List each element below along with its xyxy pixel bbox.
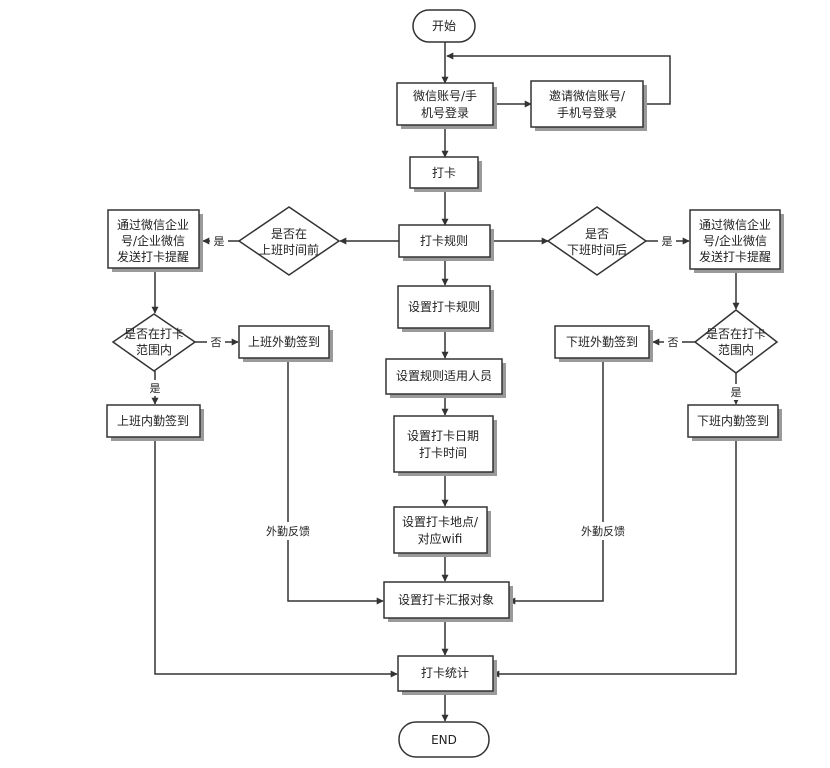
notify-left-line2: 号/企业微信	[121, 233, 185, 248]
range-check-right-node: 是否在打卡 范围内	[693, 309, 779, 374]
notify-right-line2: 号/企业微信	[703, 233, 767, 248]
start-label: 开始	[432, 19, 456, 33]
before-work-check-line1: 是否在	[271, 227, 307, 241]
edge-label-no-right: 否	[668, 336, 679, 349]
invite-login-label-line1: 邀请微信账号/	[549, 88, 626, 103]
notify-left-node: 通过微信企业 号/企业微信 发送打卡提醒	[107, 209, 203, 272]
notify-right-node: 通过微信企业 号/企业微信 发送打卡提醒	[689, 209, 784, 273]
set-report-target-label: 设置打卡汇报对象	[398, 592, 494, 607]
set-datetime-line2: 打卡时间	[419, 446, 467, 460]
login-label-line1: 微信账号/手	[413, 89, 477, 103]
invite-login-node: 邀请微信账号/ 手机号登录	[530, 80, 647, 131]
set-location-node: 设置打卡地点/ 对应wifi	[393, 506, 491, 557]
clock-rule-label: 打卡规则	[420, 233, 468, 248]
start-node: 开始	[412, 9, 476, 43]
after-work-check-node: 是否 下班时间后	[546, 206, 648, 276]
edge-label-outside-feedback-right: 外勤反馈	[581, 525, 625, 538]
set-report-target-node: 设置打卡汇报对象	[383, 581, 513, 622]
set-datetime-node: 设置打卡日期 打卡时间	[393, 415, 497, 476]
notify-right-line3: 发送打卡提醒	[699, 249, 771, 264]
edge-invite-loopback	[446, 52, 671, 105]
invite-login-label-line2: 手机号登录	[557, 105, 617, 120]
login-node: 微信账号/手 机号登录	[396, 82, 497, 129]
set-people-node: 设置规则适用人员	[385, 358, 506, 398]
onwork-outside-label: 上班外勤签到	[248, 334, 320, 349]
stats-node: 打卡统计	[397, 655, 497, 695]
edge-label-yes-right-bottom: 是	[731, 386, 742, 399]
range-check-left-line2: 范围内	[136, 343, 172, 357]
notify-right-line1: 通过微信企业	[699, 217, 771, 232]
offwork-outside-node: 下班外勤签到	[554, 325, 653, 362]
clock-rule-node: 打卡规则	[398, 224, 494, 261]
offwork-outside-label: 下班外勤签到	[566, 334, 638, 349]
clock-in-label: 打卡	[432, 166, 456, 180]
range-check-left-node: 是否在打卡 范围内	[111, 313, 197, 372]
onwork-inside-label: 上班内勤签到	[117, 413, 189, 428]
edge-label-yes-left-bottom: 是	[150, 382, 161, 395]
edge-offwork-outside-report	[508, 359, 604, 605]
edge-label-no-left: 否	[211, 336, 222, 349]
set-location-line1: 设置打卡地点/	[402, 515, 479, 529]
onwork-inside-node: 上班内勤签到	[106, 404, 204, 441]
onwork-outside-node: 上班外勤签到	[238, 325, 333, 362]
edge-labels: 是 是 否 否 是 是 外勤反馈 外勤反馈	[146, 233, 745, 540]
after-work-check-line2: 下班时间后	[567, 243, 627, 257]
notify-left-line1: 通过微信企业	[117, 217, 189, 232]
edge-label-outside-feedback-left: 外勤反馈	[266, 525, 310, 538]
end-label: END	[431, 733, 457, 747]
offwork-inside-node: 下班内勤签到	[687, 404, 782, 441]
range-check-right-line1: 是否在打卡	[706, 327, 766, 341]
set-people-label: 设置规则适用人员	[396, 368, 492, 383]
range-check-right-line2: 范围内	[718, 343, 754, 357]
before-work-check-node: 是否在 上班时间前	[237, 206, 341, 276]
edge-label-yes-right-top: 是	[662, 235, 673, 248]
notify-left-line3: 发送打卡提醒	[117, 249, 189, 264]
before-work-check-line2: 上班时间前	[259, 242, 319, 257]
after-work-check-line1: 是否	[585, 227, 609, 241]
set-rule-label: 设置打卡规则	[408, 299, 480, 314]
edge-onwork-outside-report	[287, 359, 384, 605]
edge-label-yes-left-top: 是	[214, 235, 225, 248]
stats-label: 打卡统计	[421, 666, 469, 680]
edge-offwork-inside-stats	[492, 438, 737, 678]
offwork-inside-label: 下班内勤签到	[697, 413, 769, 428]
edge-onwork-inside-stats	[154, 438, 398, 678]
clock-in-node: 打卡	[409, 156, 482, 192]
login-label-line2: 机号登录	[421, 105, 469, 120]
end-node: END	[398, 721, 490, 758]
set-datetime-line1: 设置打卡日期	[407, 429, 479, 443]
set-location-line2: 对应wifi	[418, 531, 463, 546]
range-check-left-line1: 是否在打卡	[124, 327, 184, 341]
set-rule-node: 设置打卡规则	[397, 285, 494, 332]
